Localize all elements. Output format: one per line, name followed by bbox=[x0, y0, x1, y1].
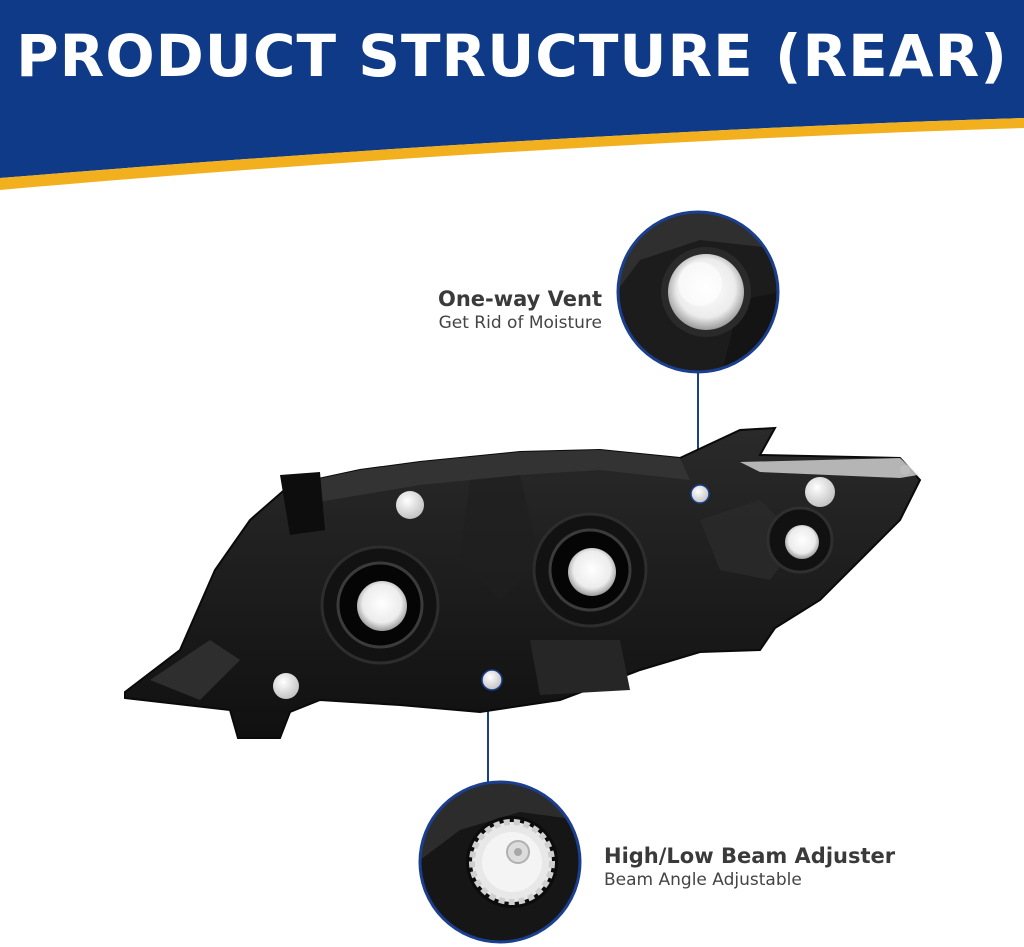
low-beam-port bbox=[320, 545, 440, 665]
header-shape bbox=[0, 0, 1024, 190]
headlight-housing bbox=[124, 426, 922, 739]
mount-screw bbox=[900, 465, 910, 475]
banner-background bbox=[0, 0, 1024, 178]
turn-signal-port bbox=[766, 506, 834, 574]
vent-callout-subtitle: Get Rid of Moisture bbox=[438, 313, 602, 333]
banner-stripe bbox=[0, 118, 1024, 190]
housing-cap bbox=[805, 477, 835, 507]
high-beam-port bbox=[532, 512, 648, 628]
housing-cap bbox=[396, 491, 424, 519]
beam-callout-title: High/Low Beam Adjuster bbox=[604, 844, 896, 868]
vent-marker bbox=[690, 484, 710, 504]
beam-callout: High/Low Beam Adjuster Beam Angle Adjust… bbox=[604, 843, 895, 891]
page-title: PRODUCT STRUCTURE (REAR) bbox=[16, 22, 1008, 90]
vent-magnifier bbox=[616, 210, 780, 374]
beam-callout-subtitle: Beam Angle Adjustable bbox=[604, 870, 802, 890]
vent-callout: One-way Vent Get Rid of Moisture bbox=[438, 286, 602, 334]
adjuster-magnifier bbox=[418, 780, 582, 944]
housing-cap bbox=[273, 673, 299, 699]
vent-callout-title: One-way Vent bbox=[437, 287, 602, 311]
header-banner: PRODUCT STRUCTURE (REAR) bbox=[0, 0, 1024, 200]
adjuster-marker bbox=[481, 669, 503, 691]
